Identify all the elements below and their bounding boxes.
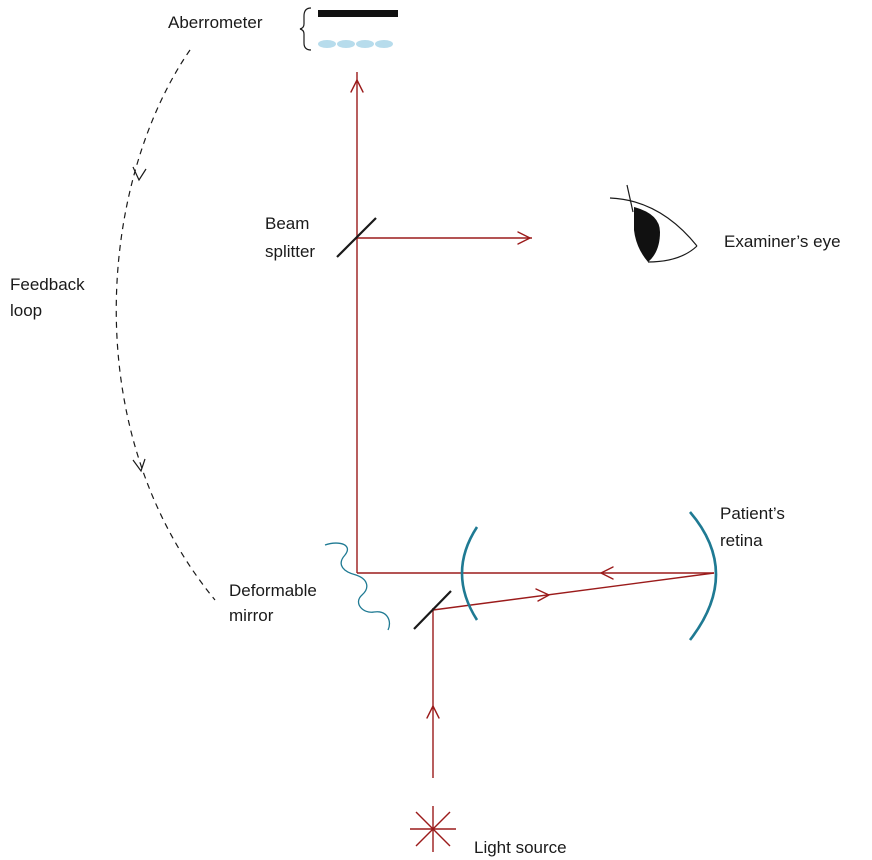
- feedback-arrowhead-upper: [132, 166, 147, 182]
- examiners-eye: Examiner’s eye: [609, 184, 841, 263]
- patients-retina-label-line2: retina: [720, 531, 763, 550]
- beam-splitter-plate: [336, 217, 377, 258]
- feedback-arrowhead-lower: [132, 458, 146, 473]
- patients-eye-lens: [460, 526, 479, 621]
- ray-arrowhead-top: [350, 79, 364, 93]
- aberrometer-sensor-bar: [318, 10, 398, 17]
- feedback-loop-label-line2: loop: [10, 301, 42, 320]
- feedback-loop-path: [115, 49, 216, 601]
- patients-eye: Patient’s retina: [460, 504, 785, 641]
- ray-mirror-to-retina: [432, 572, 715, 611]
- examiners-eye-lash: [626, 184, 634, 213]
- feedback-loop: Feedback loop: [10, 49, 216, 601]
- beam-splitter: Beam splitter: [265, 214, 377, 261]
- examiners-eye-lid-top: [609, 197, 698, 247]
- deformable-mirror-label-line2: mirror: [229, 606, 274, 625]
- beam-splitter-label-line2: splitter: [265, 242, 315, 261]
- aberrometer-label: Aberrometer: [168, 13, 263, 32]
- deformable-mirror: Deformable mirror: [229, 542, 391, 631]
- patients-retina-label-line1: Patient’s: [720, 504, 785, 523]
- lenslet: [318, 40, 336, 48]
- examiners-eye-iris-icon: [634, 207, 660, 262]
- ray-arrowhead-eye: [517, 231, 531, 245]
- examiners-eye-lid-bottom: [647, 245, 698, 263]
- fold-mirror: [413, 590, 452, 630]
- light-source-label: Light source: [474, 838, 567, 857]
- aberrometer-brace: [299, 7, 312, 51]
- patients-retina-curve: [688, 511, 718, 641]
- beam-splitter-label-line1: Beam: [265, 214, 309, 233]
- lenslet: [337, 40, 355, 48]
- light-rays: [350, 72, 715, 778]
- deformable-mirror-label-line1: Deformable: [229, 581, 317, 600]
- ray-arrowhead-up: [426, 705, 440, 719]
- light-source: Light source: [410, 806, 567, 857]
- ray-arrowhead-left: [600, 566, 614, 580]
- aberrometer-lenslet-array: [318, 40, 393, 48]
- feedback-loop-label-line1: Feedback: [10, 275, 85, 294]
- ray-arrowhead-right: [535, 588, 550, 602]
- lenslet: [356, 40, 374, 48]
- aberrometer: Aberrometer: [168, 7, 398, 51]
- light-source-star-icon: [410, 806, 456, 852]
- lenslet: [375, 40, 393, 48]
- examiners-eye-label: Examiner’s eye: [724, 232, 841, 251]
- deformable-mirror-surface: [324, 542, 391, 631]
